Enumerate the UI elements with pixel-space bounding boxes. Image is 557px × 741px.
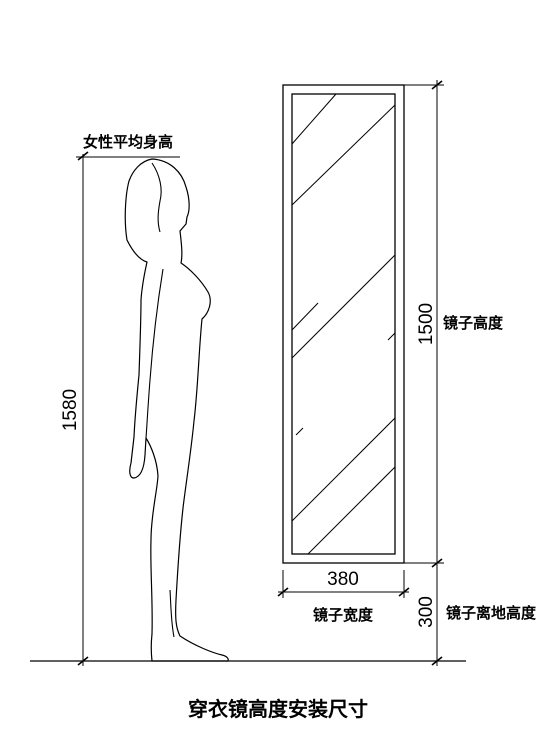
mirror-width-value: 380 [327,569,359,590]
mirror-floor-height-label: 镜子离地高度 [446,604,537,622]
mirror-reflection-lines [291,93,396,555]
woman-silhouette [124,158,229,662]
diagram-title: 穿衣镜高度安装尺寸 [188,697,368,721]
mirror-height-label: 镜子高度 [443,314,504,332]
person-height-value: 1580 [60,389,81,431]
mirror-height-value: 1500 [416,303,437,345]
arm-line [145,268,164,439]
mirror-outer-frame [282,84,405,564]
mirror-height-dimension [400,80,444,666]
person-height-dimension [76,151,180,666]
hair-line [151,162,162,233]
floor-clearance-value: 300 [416,596,437,628]
mirror [282,84,405,564]
leg-split-line [169,589,175,638]
mirror-width-label: 镜子宽度 [313,606,374,624]
mirror-width-dimension [277,570,410,598]
female-avg-height-label: 女性平均身高 [83,133,173,151]
mirror-inner-frame [291,93,396,555]
